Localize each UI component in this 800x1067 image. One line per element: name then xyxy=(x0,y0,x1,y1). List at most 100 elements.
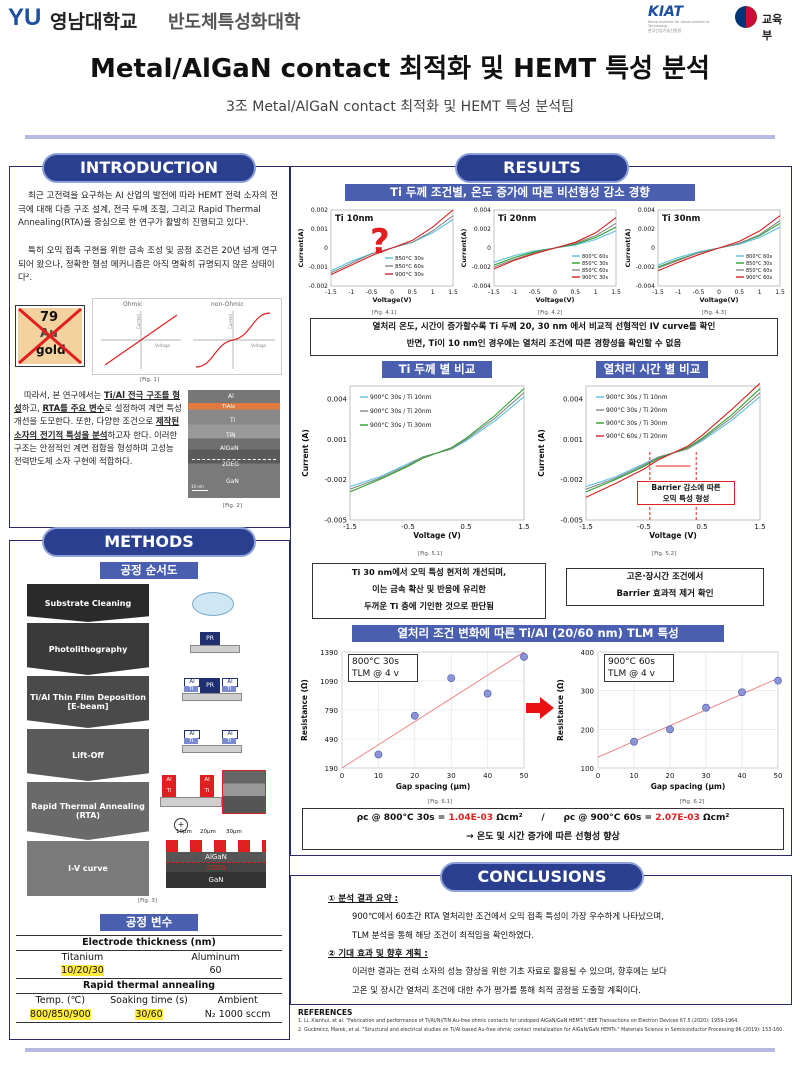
col-temp: Temp. (℃) xyxy=(35,995,86,1006)
col-aluminum: Aluminum xyxy=(191,952,240,963)
note-a1: Ti 30 nm에서 오믹 특성 현저히 개선되며, xyxy=(351,567,507,577)
page-subtitle: 3조 Metal/AlGaN contact 최적화 및 HEMT 특성 분석팀 xyxy=(226,99,574,115)
dep-ti-left: Ti xyxy=(184,686,198,692)
tem-2deg-line xyxy=(192,459,276,460)
pr-block: PR xyxy=(200,632,220,645)
col-titanium: Titanium xyxy=(61,952,104,963)
reference-2: 2. Gucbreicz, Marek, et al. "Structural … xyxy=(298,1028,784,1033)
tlm2-point-3 xyxy=(738,688,746,697)
cmp2-xtick-2: 0.5 xyxy=(696,523,707,531)
iv2-xlabel: Voltage(V) xyxy=(536,296,575,304)
tlm2-trendline xyxy=(597,677,779,758)
step-thin-film-deposition: Ti/Al Thin Film Deposition [E-beam] xyxy=(27,676,149,728)
dep-ti-right: Ti xyxy=(222,686,236,692)
pr-substrate xyxy=(190,645,240,653)
process-variables-heading: 공정 변수 xyxy=(100,914,198,931)
nonohmic-current-label: Current xyxy=(228,313,234,330)
tlm1-xlabel: Gap spacing (μm) xyxy=(396,782,471,791)
iv3-ylabel: Current(A) xyxy=(624,229,632,268)
rho-separator: / xyxy=(541,813,545,823)
iv2-legend-label-3: 900°C 30s xyxy=(582,275,608,281)
tlm2-xtick-4: 40 xyxy=(738,772,747,780)
variables-table: Electrode thickness (nm) Titanium Alumin… xyxy=(16,935,282,1023)
intro-paragraph-2: 특히 오믹 접촉 구현을 위한 금속 조성 및 공정 조건은 20년 넘게 연구… xyxy=(18,246,278,283)
concl-h1: ① 분석 결과 요약 : xyxy=(328,894,399,904)
iv2-ytick-4: -0.004 xyxy=(472,283,492,290)
tlm1-ytick-2: 790 xyxy=(325,707,338,715)
rta-title: Rapid thermal annealing xyxy=(16,978,282,994)
ohmic-diagram: Ohmic non-Ohmic Current Voltage Current … xyxy=(92,298,282,375)
tlm-pads xyxy=(166,840,266,852)
tlm2-label-box: 900°C 60s TLM @ 4 v xyxy=(604,654,674,682)
concl-t1b: TLM 분석을 통해 해당 조건이 최적임을 확인하였다. xyxy=(352,930,535,940)
tem-scale-label: 10 nm xyxy=(191,484,204,489)
tlm1-label-2: TLM @ 4 v xyxy=(352,669,399,679)
p3-b: Ti/Al 전극 구조를 형성 xyxy=(14,390,180,414)
barrier-line1: Barrier 감소에 따른 xyxy=(651,483,721,492)
fig2-caption: [Fig. 2] xyxy=(223,503,243,509)
iv1-ytick-2: 0 xyxy=(324,245,328,252)
tlm2-point-4 xyxy=(774,676,782,685)
tem-layer-algan: AlGaN xyxy=(220,445,239,452)
iv2-title: Ti 20nm xyxy=(498,214,537,224)
tem-layer-al: Al xyxy=(228,393,234,400)
rta-ti-left: Ti xyxy=(162,786,176,797)
conclusions-heading: CONCLUSIONS xyxy=(440,862,644,892)
tlm2-xtick-1: 10 xyxy=(630,772,639,780)
iv2-xtick-5: 1 xyxy=(594,289,598,296)
kiat-kr: 한국산업기술진흥원 xyxy=(648,28,682,33)
cmp1-xtick-2: 0.5 xyxy=(460,523,471,531)
iv1-legend-label-2: 900°C 30s xyxy=(395,272,424,278)
tlm1-xtick-0: 0 xyxy=(340,772,344,780)
val-temp: 800/850/900 xyxy=(29,1009,91,1020)
gold-cross-icon xyxy=(18,307,82,365)
department-name: 반도체특성화대학 xyxy=(168,12,301,33)
nonohmic-label: non-Ohmic xyxy=(211,301,244,308)
iv2-xtick-4: 0.5 xyxy=(571,289,581,296)
summary1-line-b: 반면, Ti이 10 nm인 경우에는 열처리 조건에 따른 경향성을 확인할 … xyxy=(406,339,682,349)
cmp1-xlabel: Voltage (V) xyxy=(413,531,461,540)
kiat-logo: KIAT Korea Institute for Advancement of … xyxy=(648,4,728,34)
iv3-xtick-4: 0.5 xyxy=(735,289,745,296)
iv1-xtick-4: 0.5 xyxy=(408,289,418,296)
gold-element-tile: 79 Au gold xyxy=(15,305,85,367)
iv1-series-2 xyxy=(330,209,454,276)
fig52-caption: [Fig. 5.2] xyxy=(652,551,677,557)
val-ambient: N₂ 1000 sccm xyxy=(204,1009,271,1020)
cmp2-xlabel: Voltage (V) xyxy=(649,531,697,540)
iv2-xtick-1: -1 xyxy=(511,289,517,296)
bottom-divider xyxy=(25,1048,775,1052)
cmp2-ytick-3: -0.005 xyxy=(560,516,583,524)
tlm2-ytick-0: 100 xyxy=(581,765,594,773)
results-sec3-heading: 열처리 조건 변화에 따른 Ti/Al (20/60 nm) TLM 특성 xyxy=(352,625,724,642)
process-flow-heading: 공정 순서도 xyxy=(100,562,198,579)
intro-paragraph-3: 따라서, 본 연구에서는 Ti/Al 전극 구조를 형성하고, RTA를 주요 … xyxy=(14,389,184,468)
iv2-legend-label-1: 850°C 30s xyxy=(582,261,608,267)
concl-h2: ② 기대 효과 및 향후 계획 : xyxy=(328,949,428,959)
dep-substrate xyxy=(182,693,242,701)
note-b1: 고온·장시간 조건에서 xyxy=(626,572,704,582)
ohmic-current-label: Current xyxy=(136,313,142,330)
rho-a-unit: Ωcm² xyxy=(493,813,523,823)
iv2-ytick-0: 0.004 xyxy=(474,207,491,214)
tem-layer-tialx: TiAlx xyxy=(222,404,236,410)
results-heading: RESULTS xyxy=(455,153,629,183)
iv1-ylabel: Current(A) xyxy=(297,229,305,268)
step-substrate-cleaning: Substrate Cleaning xyxy=(27,584,149,622)
rta-header-row: Temp. (℃) Soaking time (s) Ambient xyxy=(16,994,282,1007)
fig41-caption: [Fig. 4.1] xyxy=(372,310,397,316)
tlm1-xtick-2: 20 xyxy=(410,772,419,780)
cmp2-legend-label-2: 900°C 30s / Ti 30nm xyxy=(606,420,668,427)
kiat-sub: Korea Institute for Advancement of Techn… xyxy=(648,20,710,28)
iv3-legend-label-3: 900°C 60s xyxy=(746,275,772,281)
note-b2: Barrier 효과적 제거 확인 xyxy=(616,589,714,599)
rho-b-value: 2.07E-03 xyxy=(655,813,700,823)
cmp2-series-3 xyxy=(585,382,761,498)
ministry-name: 교육부 xyxy=(762,13,783,42)
iv3-xtick-1: -1 xyxy=(675,289,681,296)
cmp2-xtick-0: -1.5 xyxy=(579,523,593,531)
wafer-dish-icon xyxy=(192,592,234,616)
fig61-caption: [Fig. 6.1] xyxy=(428,799,453,805)
ohmic-line xyxy=(104,314,178,366)
